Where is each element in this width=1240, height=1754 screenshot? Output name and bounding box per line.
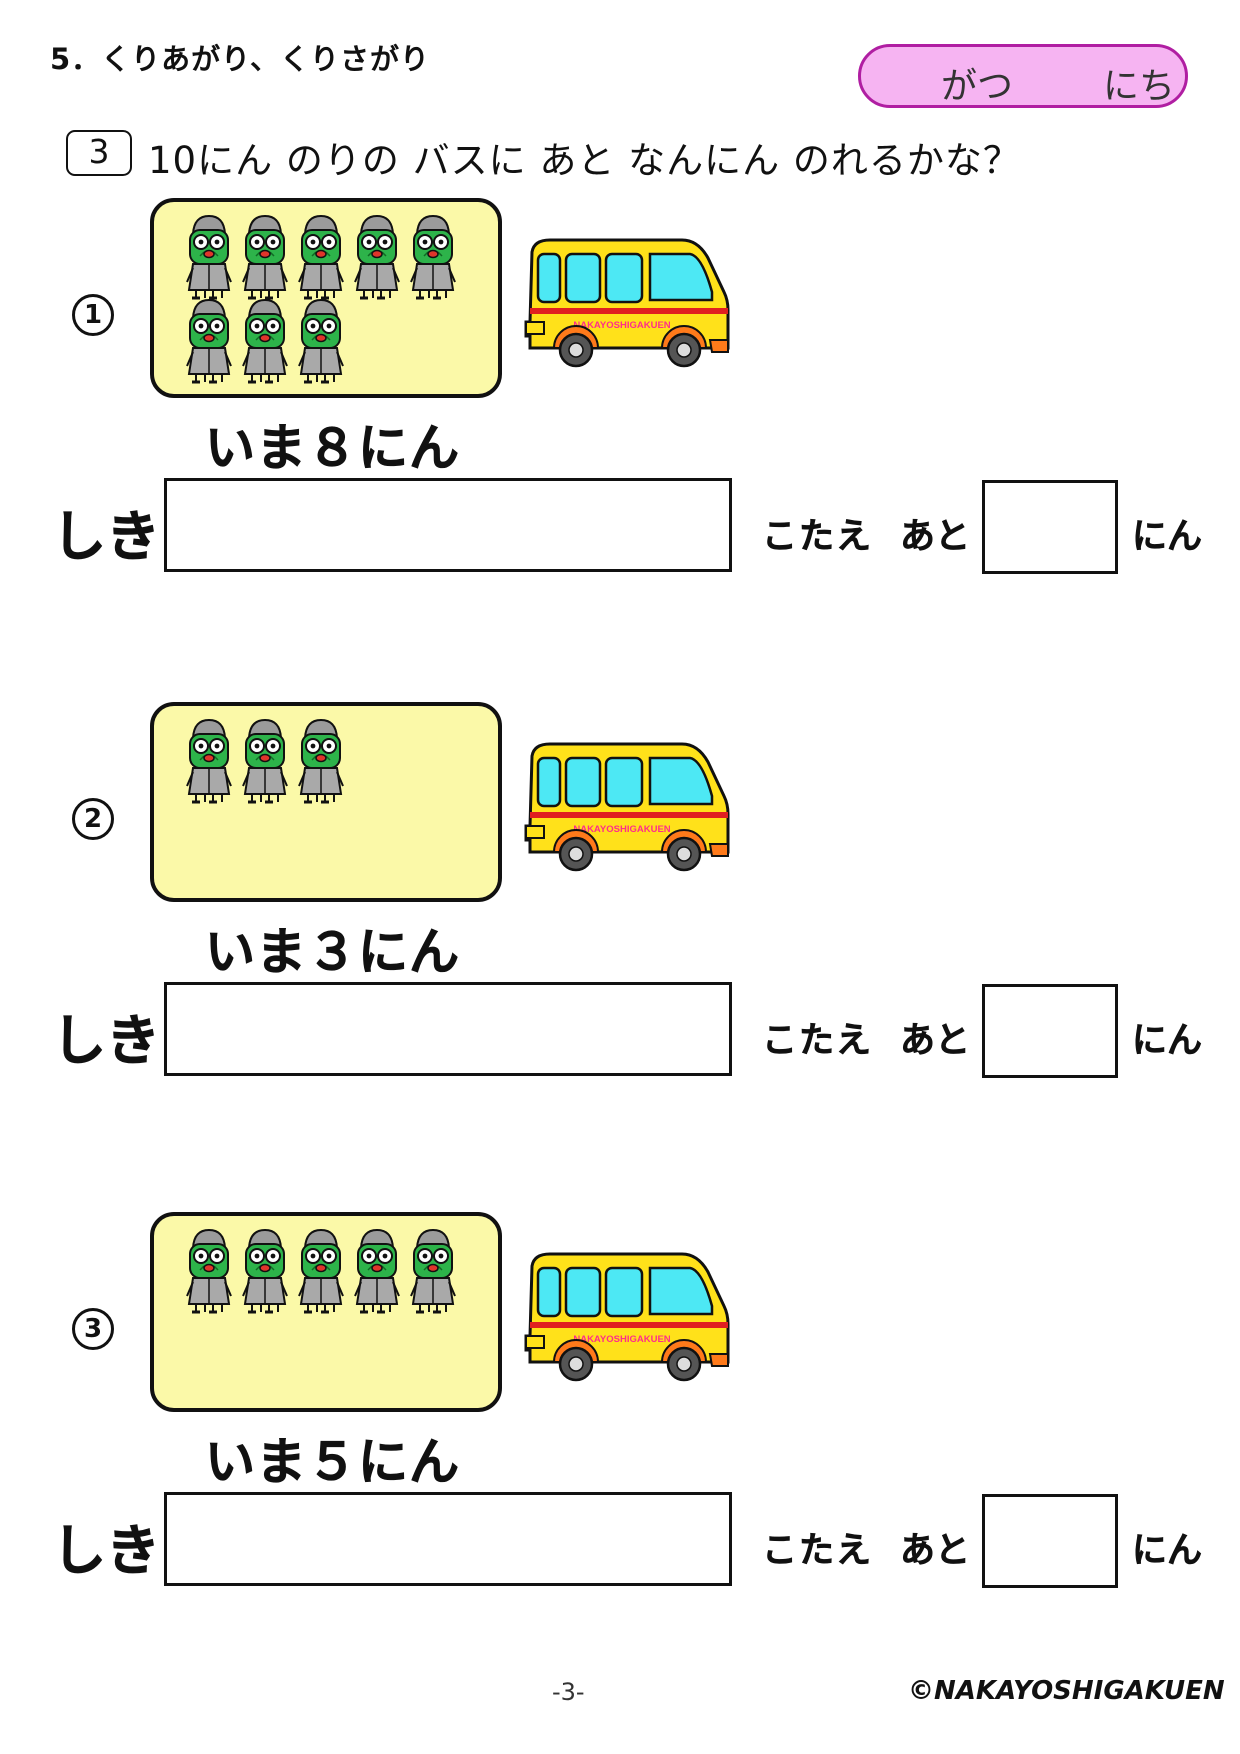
answer-unit: にん <box>1132 517 1203 558</box>
bus-icon: NAKAYOSHIGAKUEN <box>522 1250 730 1386</box>
unit-title: 5．くりあがり、くりさがり <box>50 42 431 76</box>
answer-label: こたえ <box>762 517 874 558</box>
child-character-icon <box>240 212 290 300</box>
answer-input[interactable] <box>982 480 1118 574</box>
child-character-icon <box>408 1226 458 1314</box>
answer-label: こたえ <box>762 1531 874 1572</box>
question-number: 3 <box>66 130 132 176</box>
month-label: がつ <box>941 66 1014 107</box>
answer-prefix: あと <box>900 517 971 558</box>
child-character-icon <box>240 716 290 804</box>
child-character-icon <box>296 716 346 804</box>
svg-text:NAKAYOSHIGAKUEN: NAKAYOSHIGAKUEN <box>573 824 670 835</box>
expression-input[interactable] <box>164 982 732 1076</box>
current-count-label: いま３にん <box>205 923 460 982</box>
svg-text:NAKAYOSHIGAKUEN: NAKAYOSHIGAKUEN <box>573 1334 670 1345</box>
expression-label: しき <box>52 1009 161 1073</box>
answer-unit: にん <box>1132 1531 1203 1572</box>
day-label: にち <box>1103 66 1176 107</box>
expression-label: しき <box>52 505 161 569</box>
people-box <box>150 1212 502 1412</box>
expression-label: しき <box>52 1519 161 1583</box>
child-character-icon <box>352 212 402 300</box>
answer-prefix: あと <box>900 1531 971 1572</box>
current-count-label: いま８にん <box>205 419 460 478</box>
problem-number: 1 <box>72 294 114 336</box>
page-number: -3- <box>552 1678 585 1706</box>
child-character-icon <box>240 1226 290 1314</box>
problem-number: 2 <box>72 798 114 840</box>
child-character-icon <box>352 1226 402 1314</box>
question-text: 10にん のりの バスに あと なんにん のれるかな？ <box>148 139 1021 182</box>
child-character-icon <box>296 1226 346 1314</box>
expression-input[interactable] <box>164 478 732 572</box>
expression-input[interactable] <box>164 1492 732 1586</box>
child-character-icon <box>296 296 346 384</box>
copyright: ©NAKAYOSHIGAKUEN <box>908 1676 1225 1706</box>
problem-number: 3 <box>72 1308 114 1350</box>
child-character-icon <box>184 212 234 300</box>
people-box <box>150 702 502 902</box>
child-character-icon <box>408 212 458 300</box>
current-count-label: いま５にん <box>205 1433 460 1492</box>
bus-icon: NAKAYOSHIGAKUEN <box>522 236 730 372</box>
child-character-icon <box>184 716 234 804</box>
answer-label: こたえ <box>762 1021 874 1062</box>
svg-text:NAKAYOSHIGAKUEN: NAKAYOSHIGAKUEN <box>573 320 670 331</box>
child-character-icon <box>240 296 290 384</box>
answer-prefix: あと <box>900 1021 971 1062</box>
child-character-icon <box>184 296 234 384</box>
answer-input[interactable] <box>982 984 1118 1078</box>
answer-unit: にん <box>1132 1021 1203 1062</box>
bus-icon: NAKAYOSHIGAKUEN <box>522 740 730 876</box>
people-box <box>150 198 502 398</box>
answer-input[interactable] <box>982 1494 1118 1588</box>
date-field[interactable]: がつ にち <box>858 44 1188 108</box>
child-character-icon <box>184 1226 234 1314</box>
child-character-icon <box>296 212 346 300</box>
